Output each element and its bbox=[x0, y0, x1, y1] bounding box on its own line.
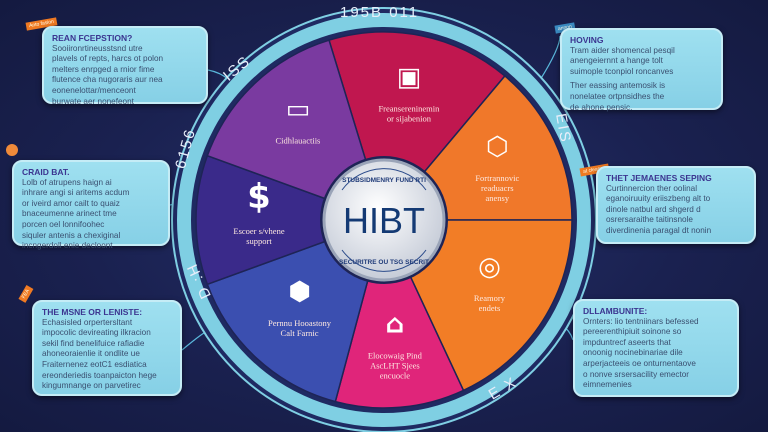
segment-label: readuacrs bbox=[481, 183, 514, 193]
box-heading: HOVING bbox=[570, 35, 604, 45]
segment-label: Pernnu Hooastony bbox=[268, 318, 332, 328]
box-line: eganoiruuity eriiszbeng alt to bbox=[606, 194, 711, 204]
box-line: porcen oel lonnifoohec bbox=[22, 219, 105, 229]
box-line: impocolic devireating ilkracion bbox=[42, 328, 151, 338]
ring-label: 195B 011 bbox=[340, 4, 420, 21]
center-top-text: STUBSIDMENRY FUND RTI bbox=[342, 177, 426, 184]
box-heading: THET JEMAENES SEPING bbox=[606, 173, 712, 183]
segment-label: encuocle bbox=[380, 371, 410, 381]
box-heading: DLLAMBUNITE: bbox=[583, 306, 648, 316]
box-line: onoonig nocinebinariae dile bbox=[583, 348, 683, 358]
info-box-thet-jemaenes: THET JEMAENES SEPING Curtinnercion ther … bbox=[596, 166, 756, 244]
globe-network-icon: ◎ bbox=[478, 252, 501, 282]
box-line: Ther eassing antemosik is bbox=[570, 81, 666, 91]
box-line: bnaceumenne arinect tme bbox=[22, 209, 117, 219]
box-line: Ornters: lio tentniinars befessed bbox=[583, 316, 699, 326]
segment bbox=[334, 217, 465, 409]
center-bottom-text: SECURITRE OU TSG SECRIT bbox=[339, 259, 429, 266]
box-line: impduntrecf aseerts that bbox=[583, 337, 671, 347]
box-line: incngerdoll enie decloont bbox=[22, 241, 113, 251]
network-hexagon-icon: ⬡ bbox=[486, 132, 509, 162]
box-line: or iveird amor cailt to quaiz bbox=[22, 198, 120, 208]
box-line: Fraiternenez eotC1 esdiatica bbox=[42, 359, 147, 369]
box-line: inhrare angi si aritems acdum bbox=[22, 188, 130, 198]
box-line: Sooiironrtineusstsnd utre bbox=[52, 43, 143, 53]
server-shield-icon: ⬢ bbox=[288, 277, 311, 307]
segment bbox=[195, 154, 387, 286]
segment-label: AscLHT Sjees bbox=[370, 361, 420, 371]
box-line: o nonve srsersacility emector bbox=[583, 369, 690, 379]
segment-label: Fortrannovic bbox=[475, 173, 519, 183]
box-heading: CRAID BAT. bbox=[22, 167, 70, 177]
box-line: sekil find benelifuice rafiadie bbox=[42, 338, 145, 348]
center-title: HIBT bbox=[343, 200, 425, 241]
segment-label: endets bbox=[479, 303, 501, 313]
info-box-moving: HOVING Tram aider shomencal pesqil aneng… bbox=[560, 28, 723, 112]
box-line: plavels of repts, harcs ot polon bbox=[52, 54, 164, 64]
box-heading: THE MSNE OR LENISTE: bbox=[42, 307, 143, 317]
segment-label: Calt Farnic bbox=[281, 328, 319, 338]
connector-line bbox=[539, 35, 561, 81]
box-line: arperjacteeis oe onturnentaove bbox=[583, 358, 696, 368]
segment-label: Escoer s/vhene bbox=[233, 226, 284, 236]
segment-label: Elocowaig Pind bbox=[368, 351, 423, 361]
dollar-icon: $ bbox=[247, 177, 271, 217]
box-line: pereerenthipiuit soinone so bbox=[583, 327, 682, 337]
box-line: Echasisled orpertersltant bbox=[42, 317, 133, 327]
box-line: anengeiernnt a hange tolt bbox=[570, 56, 663, 66]
box-line: nonelatee ortpnsidhes the bbox=[570, 91, 665, 101]
computer-monitor-icon: ▭ bbox=[286, 94, 311, 124]
box-line: Curtinnercion ther oolinal bbox=[606, 183, 698, 193]
segment-label: Cidhlauactiis bbox=[276, 135, 321, 145]
segment-label: Reamory bbox=[474, 293, 506, 303]
box-line: Tram aider shomencal pesqil bbox=[570, 45, 675, 55]
box-line: burwate aer nonefeont bbox=[52, 96, 134, 106]
badge-arc bbox=[341, 168, 427, 191]
box-line: osrersaraithe taitinsnole bbox=[606, 215, 693, 225]
bank-building-icon: ⌂ bbox=[386, 310, 405, 340]
info-box-reason-exception: REAN FCEPSTION? Sooiironrtineusstsnd utr… bbox=[42, 26, 208, 106]
box-line: siquler antenis a chexiginal bbox=[22, 230, 121, 240]
document-person-icon: ▣ bbox=[397, 63, 422, 93]
box-line: ahoneoraienlie it ondlite ue bbox=[42, 349, 140, 359]
box-line: suimople tconpiol roncanves bbox=[570, 66, 674, 76]
info-box-meaning-of-lenience: THE MSNE OR LENISTE: Echasisled orperter… bbox=[32, 300, 182, 396]
badge-arc bbox=[341, 249, 427, 272]
segment-label: or sijabenion bbox=[387, 114, 432, 124]
segment-label: anensy bbox=[485, 193, 509, 203]
box-line: melters enrpged a rnior fime bbox=[52, 64, 155, 74]
box-line: diverdinenia paragal dt nonin bbox=[606, 225, 712, 235]
box-line: ereonderiedis toanpaicton hege bbox=[42, 370, 157, 380]
center-badge bbox=[322, 158, 446, 282]
segment-label: Freansereninemin bbox=[378, 104, 440, 114]
box-line: eimnemenies bbox=[583, 380, 632, 390]
box-line: kingumnange on parvetirec bbox=[42, 381, 141, 391]
box-line: de ahone pensic. bbox=[570, 102, 633, 112]
box-heading: REAN FCEPSTION? bbox=[52, 33, 133, 43]
box-line: flutence cha nugoraris aur nea bbox=[52, 75, 163, 85]
box-line: dinole natbul ard shgerd d bbox=[606, 204, 701, 214]
orange-dot-icon bbox=[6, 144, 18, 156]
box-line: eonenelottar/menceont bbox=[52, 85, 136, 95]
info-box-craid-bat: CRAID BAT. Lolb of atrupens haign ai inh… bbox=[12, 160, 170, 250]
info-box-dllambunite: DLLAMBUNITE: Ornters: lio tentniinars be… bbox=[573, 299, 739, 397]
box-line: Lolb of atrupens haign ai bbox=[22, 177, 112, 187]
inner-ring bbox=[177, 13, 591, 427]
segment-label: support bbox=[246, 236, 272, 246]
